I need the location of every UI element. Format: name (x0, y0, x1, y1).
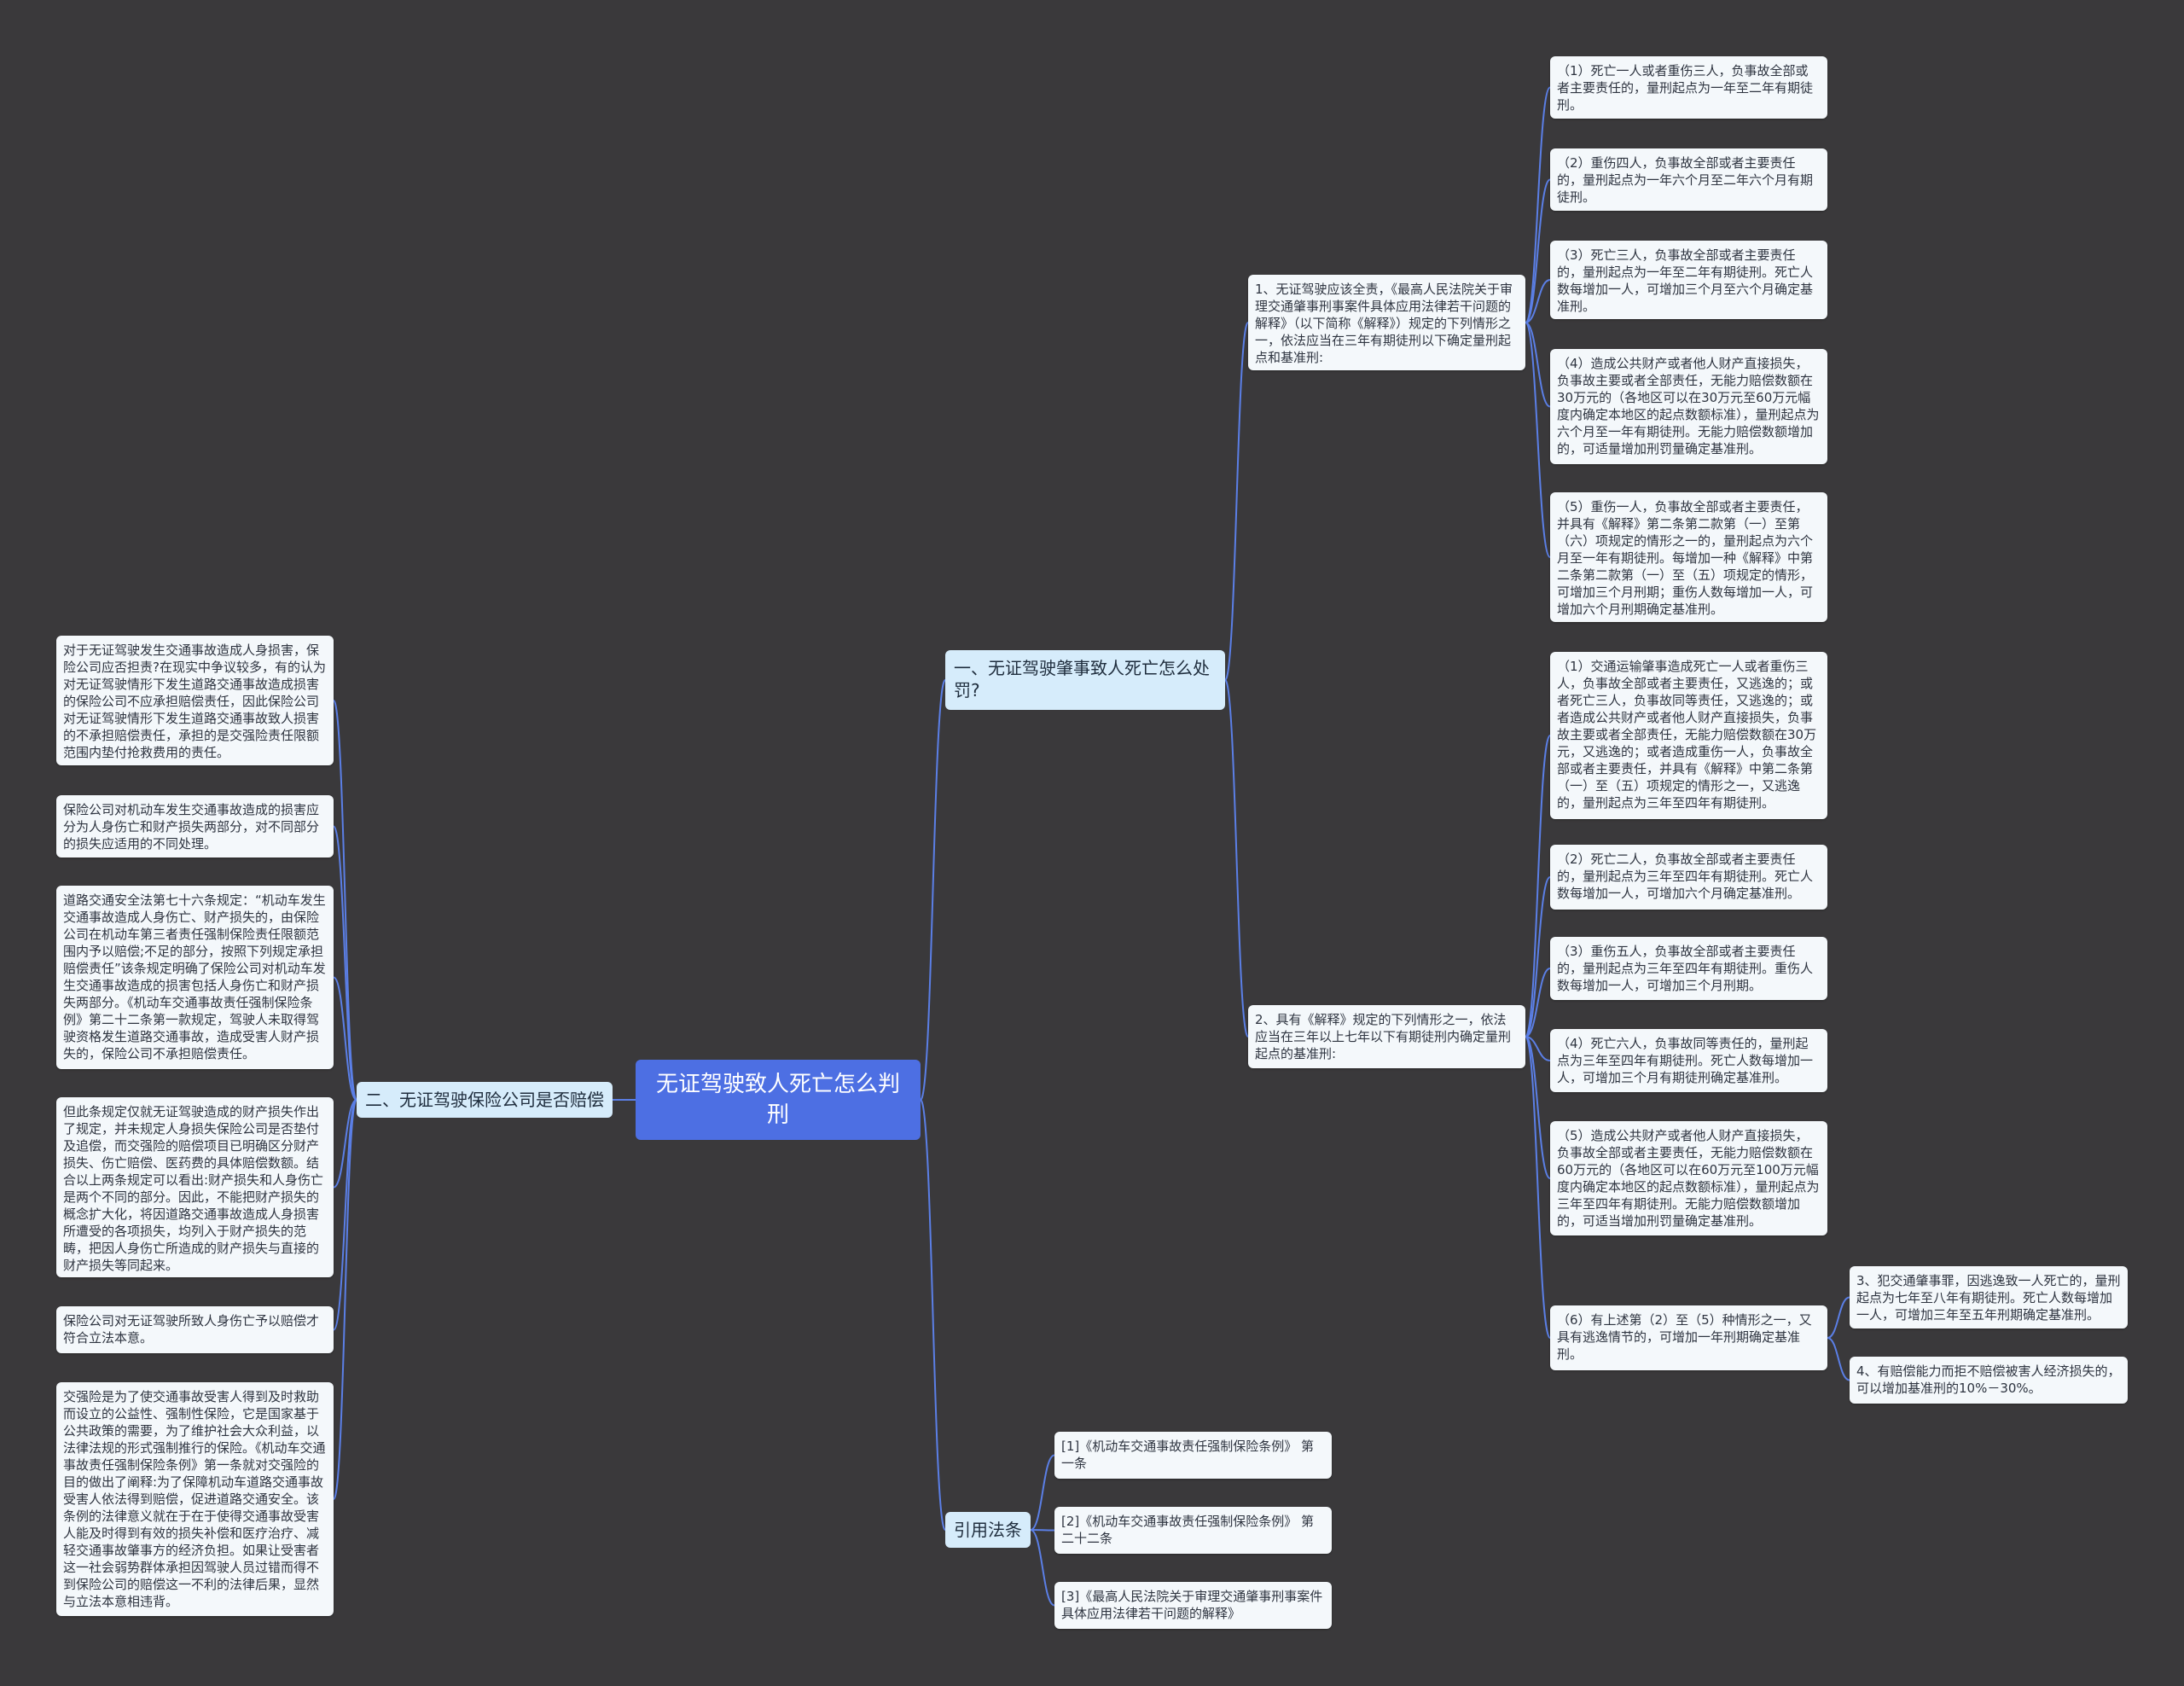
branch-punishment[interactable]: 一、无证驾驶肇事致人死亡怎么处罚? (945, 650, 1225, 710)
connector (1224, 322, 1249, 681)
connector (1525, 1036, 1551, 1179)
connector (1525, 322, 1551, 408)
connector (333, 1099, 357, 1189)
connector (1525, 968, 1551, 1038)
leaf-item[interactable]: 但此条规定仅就无证驾驶造成的财产损失作出了规定，并未规定人身损失保险公司是否垫付… (56, 1097, 334, 1277)
connector (1525, 735, 1551, 1038)
connector (1030, 1529, 1055, 1532)
connector (1525, 322, 1551, 558)
connector (333, 1099, 357, 1331)
leaf-item[interactable]: （4）死亡六人，负事故同等责任的，量刑起点为三年至四年有期徒刑。死亡人数每增加一… (1550, 1029, 1827, 1092)
connector (1525, 279, 1551, 323)
connector (1525, 1036, 1551, 1061)
connector (1525, 86, 1551, 323)
leaf-item[interactable]: （1）死亡一人或者重伤三人，负事故全部或者主要责任的，量刑起点为一年至二年有期徒… (1550, 56, 1827, 119)
branch-cited-laws[interactable]: 引用法条 (945, 1512, 1031, 1548)
leaf-item[interactable]: （6）有上述第（2）至（5）种情形之一，又具有逃逸情节的，可增加一年刑期确定基准… (1550, 1305, 1827, 1370)
connector (1030, 1454, 1055, 1531)
leaf-item[interactable]: （1）交通运输肇事造成死亡一人或者重伤三人，负事故全部或者主要责任，又逃逸的；或… (1550, 652, 1827, 819)
connector (1525, 1036, 1551, 1339)
connector (333, 825, 357, 1101)
connector (333, 976, 357, 1101)
sub-topic-1[interactable]: 1、无证驾驶应该全责，《最高人民法院关于审理交通肇事刑事案件具体应用法律若干问题… (1248, 275, 1525, 370)
connector (920, 679, 946, 1101)
leaf-item[interactable]: （3）死亡三人，负事故全部或者主要责任的，量刑起点为一年至二年有期徒刑。死亡人数… (1550, 241, 1827, 319)
leaf-item[interactable]: 对于无证驾驶发生交通事故造成人身损害，保险公司应否担责?在现实中争议较多，有的认… (56, 636, 334, 765)
cited-law-item[interactable]: [2]《机动车交通事故责任强制保险条例》 第二十二条 (1054, 1507, 1332, 1554)
leaf-item[interactable]: （4）造成公共财产或者他人财产直接损失，负事故主要或者全部责任，无能力赔偿数额在… (1550, 349, 1827, 464)
connector (1030, 1529, 1055, 1607)
connector (1525, 178, 1551, 323)
connector (1827, 1337, 1850, 1381)
leaf-item[interactable]: （5）重伤一人，负事故全部或者主要责任，并具有《解释》第二条第二款第（一）至第（… (1550, 492, 1827, 622)
leaf-item[interactable]: （5）造成公共财产或者他人财产直接损失，负事故全部或者主要责任，无能力赔偿数额在… (1550, 1121, 1827, 1235)
cited-law-item[interactable]: [1]《机动车交通事故责任强制保险条例》 第一条 (1054, 1432, 1332, 1479)
connector (333, 1099, 357, 1500)
leaf-item[interactable]: （3）重伤五人，负事故全部或者主要责任的，量刑起点为三年至四年有期徒刑。重伤人数… (1550, 937, 1827, 1000)
leaf-item[interactable]: （2）死亡二人，负事故全部或者主要责任的，量刑起点为三年至四年有期徒刑。死亡人数… (1550, 845, 1827, 910)
leaf-item[interactable]: 道路交通安全法第七十六条规定：“机动车发生交通事故造成人身伤亡、财产损失的，由保… (56, 886, 334, 1069)
leaf-item[interactable]: 保险公司对机动车发生交通事故造成的损害应分为人身伤亡和财产损失两部分，对不同部分… (56, 795, 334, 858)
connector (1525, 876, 1551, 1038)
leaf-item[interactable]: 交强险是为了使交通事故受害人得到及时救助而设立的公益性、强制性保险，它是国家基于… (56, 1382, 334, 1616)
sub-topic-2[interactable]: 2、具有《解释》规定的下列情形之一，依法应当在三年以上七年以下有期徒刑内确定量刑… (1248, 1005, 1525, 1068)
leaf-item[interactable]: 保险公司对无证驾驶所致人身伤亡予以赔偿才符合立法本意。 (56, 1306, 334, 1353)
branch-insurance[interactable]: 二、无证驾驶保险公司是否赔偿 (357, 1082, 613, 1118)
leaf-item-extra[interactable]: 3、犯交通肇事罪，因逃逸致一人死亡的，量刑起点为七年至八年有期徒刑。死亡人数每增… (1850, 1266, 2128, 1328)
root-topic[interactable]: 无证驾驶致人死亡怎么判刑 (636, 1060, 921, 1140)
connector (1224, 679, 1249, 1038)
leaf-item[interactable]: （2）重伤四人，负事故全部或者主要责任的，量刑起点为一年六个月至二年六个月有期徒… (1550, 148, 1827, 211)
connector (920, 1099, 946, 1531)
connector (1827, 1296, 1850, 1339)
cited-law-item[interactable]: [3]《最高人民法院关于审理交通肇事刑事案件具体应用法律若干问题的解释》 (1054, 1582, 1332, 1629)
leaf-item-extra[interactable]: 4、有赔偿能力而拒不赔偿被害人经济损失的，可以增加基准刑的10%－30%。 (1850, 1357, 2128, 1404)
